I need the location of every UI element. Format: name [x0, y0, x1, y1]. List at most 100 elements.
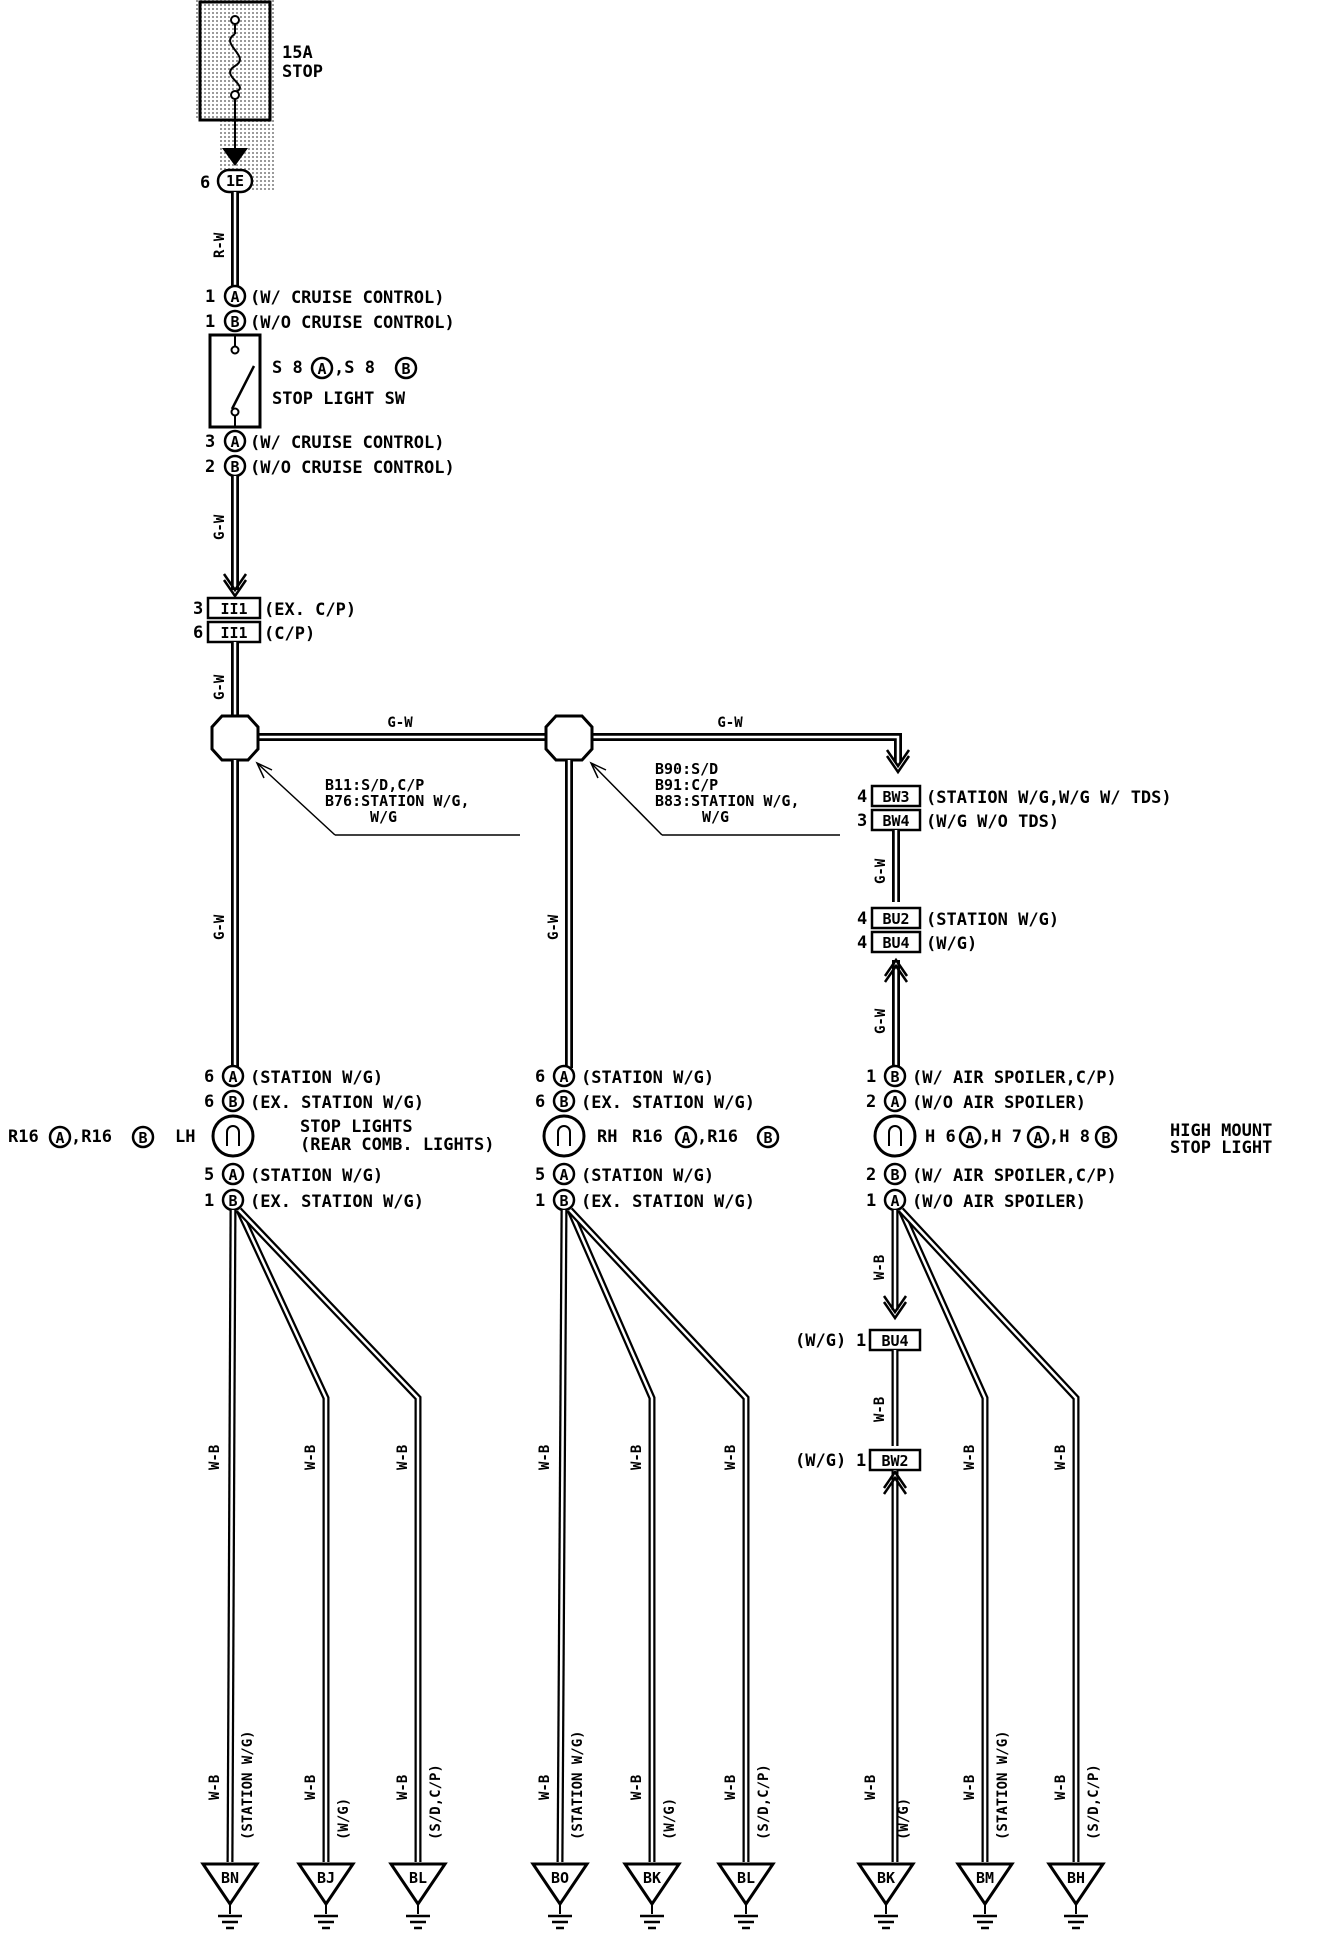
ground-symbol-bh: BH: [1046, 1862, 1106, 1930]
svg-text:BK: BK: [643, 1869, 661, 1887]
fuse-name: STOP: [282, 62, 323, 82]
svg-text:(STATION W/G): (STATION W/G): [926, 910, 1059, 930]
svg-text:(EX. C/P): (EX. C/P): [264, 600, 356, 620]
svg-text:B: B: [890, 1166, 899, 1184]
svg-text:,R16: ,R16: [697, 1127, 738, 1147]
svg-text:BL: BL: [409, 1869, 427, 1887]
svg-text:(W/ CRUISE CONTROL): (W/ CRUISE CONTROL): [250, 433, 444, 453]
rh-pin-top-b: 6 B (EX. STATION W/G): [535, 1089, 755, 1113]
svg-text:BM: BM: [976, 1869, 994, 1887]
svg-text:B: B: [230, 458, 239, 476]
svg-text:(W/G): (W/G): [926, 934, 977, 954]
svg-text:A: A: [228, 1166, 237, 1184]
svg-text:BH: BH: [1067, 1869, 1085, 1887]
splice1-label: B11:S/D,C/P B76:STATION W/G, W/G: [325, 776, 470, 826]
hm-code: H 6 A ,H 7 A ,H 8 B: [925, 1125, 1118, 1149]
wire-label-wb-branch: W-B: [962, 1445, 978, 1470]
connector-bu4-lower: (W/G) 1 BU4: [795, 1328, 922, 1352]
wire-label-gw-col2: G-W: [546, 914, 562, 940]
rh-bulb-icon: [542, 1114, 586, 1158]
switch-pin-top-b: 1 B (W/O CRUISE CONTROL): [205, 309, 455, 333]
svg-text:(STATION W/G): (STATION W/G): [250, 1068, 383, 1088]
svg-text:,R16: ,R16: [71, 1127, 112, 1147]
connector-ii1-ex-cp: 3 II1 (EX. C/P): [193, 596, 356, 620]
svg-text:A: A: [890, 1192, 899, 1210]
svg-text:3: 3: [857, 811, 867, 831]
wire-label-wb-branch: W-B: [207, 1445, 223, 1470]
svg-text:BW2: BW2: [881, 1452, 908, 1470]
svg-text:(W/G W/O TDS): (W/G W/O TDS): [926, 812, 1059, 832]
hm-bulb-icon: [873, 1114, 917, 1158]
ground-wire-2: [235, 1208, 330, 1862]
svg-text:(W/O AIR SPOILER): (W/O AIR SPOILER): [912, 1192, 1086, 1212]
svg-text:2: 2: [866, 1165, 876, 1185]
hm-name-line2: STOP LIGHT: [1170, 1138, 1272, 1158]
wire-label-gw-3: G-W: [387, 715, 413, 731]
svg-text:A: A: [228, 1068, 237, 1086]
stop-lights-subtitle: (REAR COMB. LIGHTS): [300, 1135, 494, 1155]
svg-text:S 8: S 8: [272, 358, 303, 378]
svg-text:1: 1: [205, 312, 215, 332]
wire-label-wb-branch: W-B: [723, 1445, 739, 1470]
svg-text:A: A: [890, 1093, 899, 1111]
svg-text:(STATION W/G): (STATION W/G): [581, 1166, 714, 1186]
svg-text:R16: R16: [8, 1127, 39, 1147]
ground-note: (W/G): [896, 1798, 912, 1840]
wire-label-wb-lower: W-B: [395, 1775, 411, 1800]
stop-lights-title: STOP LIGHTS: [300, 1117, 413, 1137]
svg-text:(W/ CRUISE CONTROL): (W/ CRUISE CONTROL): [250, 288, 444, 308]
svg-text:5: 5: [204, 1165, 214, 1185]
svg-text:(STATION W/G,W/G W/ TDS): (STATION W/G,W/G W/ TDS): [926, 788, 1172, 808]
wire-label-wb-lower: W-B: [303, 1775, 319, 1800]
svg-text:B: B: [559, 1093, 568, 1111]
wire-label-wb-branch: W-B: [303, 1445, 319, 1470]
rh-pin-bottom-a: 5 A (STATION W/G): [535, 1162, 714, 1186]
svg-text:A: A: [317, 360, 326, 378]
svg-text:3: 3: [205, 432, 215, 452]
ground-wire-1: [226, 1209, 237, 1863]
hm-pin-bottom-b: 2 B (W/ AIR SPOILER,C/P): [866, 1162, 1117, 1186]
wire-label-gw-col1: G-W: [212, 914, 228, 940]
arrow-down-icon: [222, 148, 248, 166]
svg-text:RH: RH: [597, 1127, 617, 1147]
ground-note: (S/D,C/P): [1086, 1764, 1102, 1840]
svg-text:1: 1: [856, 1331, 866, 1351]
hm-pin-top-b: 1 B (W/ AIR SPOILER,C/P): [866, 1064, 1117, 1088]
wire-label-wb-lower: W-B: [537, 1775, 553, 1800]
wire-label-wb-lower: W-B: [629, 1775, 645, 1800]
svg-text:B91:C/P: B91:C/P: [655, 776, 718, 794]
ground-note: (STATION W/G): [995, 1730, 1011, 1840]
wire-label-rw: R-W: [212, 232, 228, 258]
svg-text:BL: BL: [737, 1869, 755, 1887]
svg-text:A: A: [559, 1166, 568, 1184]
connector-bw2: (W/G) 1 BW2: [795, 1448, 922, 1472]
rh-pin-bottom-b: 1 B (EX. STATION W/G): [535, 1188, 755, 1212]
ground-wire-3: [236, 1207, 422, 1862]
connector-bw4: 3 BW4 (W/G W/O TDS): [857, 808, 1059, 832]
svg-text:(W/O CRUISE CONTROL): (W/O CRUISE CONTROL): [250, 458, 455, 478]
svg-text:6: 6: [204, 1092, 214, 1112]
wire-label-wb-lower: W-B: [1053, 1775, 1069, 1800]
svg-text:5: 5: [535, 1165, 545, 1185]
fuse-15a-stop: [196, 0, 274, 192]
svg-text:B11:S/D,C/P: B11:S/D,C/P: [325, 776, 424, 794]
stop-light-switch: [208, 333, 262, 429]
svg-text:A: A: [681, 1129, 690, 1147]
svg-text:BK: BK: [877, 1869, 895, 1887]
wire-label-gw-4: G-W: [717, 715, 743, 731]
fuse-rating: 15A: [282, 43, 313, 63]
ground-symbol-bm: BM: [955, 1862, 1015, 1930]
ground-symbol-bj: BJ: [296, 1862, 356, 1930]
svg-text:A: A: [559, 1068, 568, 1086]
ground-symbol-bk: BK: [856, 1862, 916, 1930]
svg-text:3: 3: [193, 599, 203, 619]
svg-text:1: 1: [204, 1191, 214, 1211]
ground-wire-5: [566, 1208, 656, 1862]
ground-note: (S/D,C/P): [756, 1764, 772, 1840]
wire-label-wb-branch: W-B: [395, 1445, 411, 1470]
wire-label-wb-branch: W-B: [1053, 1445, 1069, 1470]
wire-label-gw-1: G-W: [212, 514, 228, 540]
svg-text:(W/ AIR SPOILER,C/P): (W/ AIR SPOILER,C/P): [912, 1068, 1117, 1088]
svg-text:B: B: [401, 360, 410, 378]
